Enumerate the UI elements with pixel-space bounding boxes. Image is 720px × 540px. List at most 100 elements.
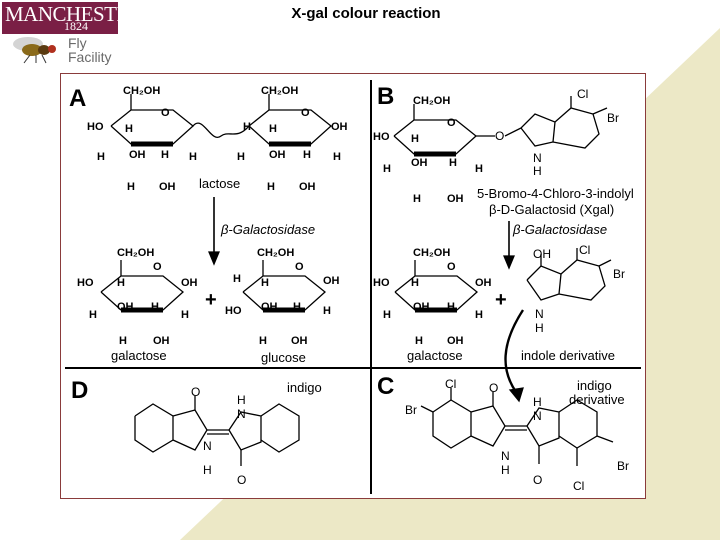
atom-h: H bbox=[303, 149, 311, 161]
reaction-figure: A B C D CH₂OH O HO H H OH H H H OH CH₂OH… bbox=[60, 73, 646, 499]
atom-h: H bbox=[447, 301, 455, 313]
atom-h: H bbox=[161, 149, 169, 161]
plus-sign-a: + bbox=[205, 289, 217, 311]
ring-indigo-benzene-left bbox=[134, 403, 174, 453]
atom-ch2oh: CH₂OH bbox=[123, 85, 160, 97]
atom-h: H bbox=[475, 163, 483, 175]
atom-h: H bbox=[233, 273, 241, 285]
panel-label-a: A bbox=[69, 85, 86, 112]
atom-o: O bbox=[237, 473, 246, 487]
ring-indigo-derivative-pyrrole-right bbox=[526, 407, 560, 447]
atom-ch2oh: CH₂OH bbox=[413, 95, 450, 107]
label-indigo-derivative-line1: indigo bbox=[577, 378, 612, 393]
atom-h: H bbox=[411, 277, 419, 289]
atom-ho: HO bbox=[77, 277, 94, 289]
atom-h: H bbox=[333, 151, 341, 163]
atom-n: N bbox=[501, 449, 510, 463]
atom-h: H bbox=[267, 181, 275, 193]
label-galactose-b: galactose bbox=[407, 348, 463, 363]
atom-ho: HO bbox=[373, 277, 390, 289]
ring-indigo-derivative-benzene-left bbox=[432, 399, 472, 449]
atom-h: H bbox=[237, 393, 246, 407]
ring-glucose bbox=[242, 275, 327, 311]
atom-cl: Cl bbox=[445, 377, 456, 391]
atom-h: H bbox=[501, 463, 510, 477]
atom-n: N bbox=[535, 307, 544, 321]
atom-br: Br bbox=[607, 111, 619, 125]
atom-oh: OH bbox=[291, 335, 308, 347]
atom-h: H bbox=[125, 123, 133, 135]
atom-o: O bbox=[161, 107, 170, 119]
atom-oh: OH bbox=[269, 149, 286, 161]
atom-oh: OH bbox=[153, 335, 170, 347]
atom-h: H bbox=[293, 301, 301, 313]
atom-h: H bbox=[117, 277, 125, 289]
atom-oh: OH bbox=[323, 275, 340, 287]
fly-icon bbox=[13, 37, 56, 64]
atom-h: H bbox=[259, 335, 267, 347]
atom-ho: HO bbox=[87, 121, 104, 133]
atom-h: H bbox=[383, 309, 391, 321]
atom-n: N bbox=[203, 439, 212, 453]
ring-indigo-pyrrole-left bbox=[172, 409, 208, 451]
atom-n: N bbox=[533, 409, 542, 423]
atom-h: H bbox=[237, 151, 245, 163]
ring-xgal-indole-benzene bbox=[552, 107, 600, 149]
label-galactose-a: galactose bbox=[111, 348, 167, 363]
atom-o: O bbox=[301, 107, 310, 119]
atom-h: H bbox=[269, 123, 277, 135]
atom-br: Br bbox=[613, 267, 625, 281]
atom-h: H bbox=[151, 301, 159, 313]
ring-galactose-a bbox=[100, 275, 185, 311]
label-glucose: glucose bbox=[261, 350, 306, 365]
logo-banner: MANCHESTER 1824 bbox=[2, 2, 143, 34]
atom-o: O bbox=[153, 261, 162, 273]
atom-h: H bbox=[181, 309, 189, 321]
atom-br: Br bbox=[617, 459, 629, 473]
atom-n: N bbox=[237, 407, 246, 421]
atom-h: H bbox=[261, 277, 269, 289]
atom-ch2oh: CH₂OH bbox=[117, 247, 154, 259]
logo-fly-text: Fly bbox=[68, 35, 87, 51]
ring-galactose-b bbox=[394, 275, 479, 311]
atom-oh: OH bbox=[413, 301, 430, 313]
atom-h: H bbox=[89, 309, 97, 321]
atom-br: Br bbox=[405, 403, 417, 417]
logo-wordmark: MANCHESTER bbox=[5, 2, 143, 26]
label-enzyme-b: β-Galactosidase bbox=[512, 222, 607, 237]
ring-indigo-derivative-pyrrole-left bbox=[470, 405, 506, 447]
ring-indigo-benzene-right bbox=[260, 403, 300, 453]
atom-oh: OH bbox=[261, 301, 278, 313]
manchester-fly-facility-logo: MANCHESTER 1824 Fly Facility bbox=[2, 2, 143, 68]
page-title: X-gal colour reaction bbox=[291, 5, 441, 22]
atom-h: H bbox=[475, 309, 483, 321]
atom-oh: OH bbox=[411, 157, 428, 169]
atom-cl: Cl bbox=[577, 87, 588, 101]
atom-h: H bbox=[535, 321, 544, 335]
reaction-diagram: A B C D CH₂OH O HO H H OH H H H OH CH₂OH… bbox=[65, 80, 641, 494]
atom-h: H bbox=[127, 181, 135, 193]
panel-label-c: C bbox=[377, 373, 394, 400]
atom-oh: OH bbox=[117, 301, 134, 313]
atom-oh: OH bbox=[475, 277, 492, 289]
atom-h: H bbox=[203, 463, 212, 477]
atom-oh: OH bbox=[447, 193, 464, 205]
atom-h: H bbox=[411, 133, 419, 145]
atom-h: H bbox=[449, 157, 457, 169]
atom-h: H bbox=[533, 164, 542, 178]
atom-ch2oh: CH₂OH bbox=[261, 85, 298, 97]
label-xgal-line2: β-D-Galactosid (Xgal) bbox=[489, 202, 614, 217]
atom-o: O bbox=[447, 261, 456, 273]
atom-h: H bbox=[383, 163, 391, 175]
panel-label-d: D bbox=[71, 377, 88, 404]
atom-h: H bbox=[413, 193, 421, 205]
curved-arrow-to-c bbox=[504, 309, 525, 393]
atom-o: O bbox=[295, 261, 304, 273]
atom-ho: HO bbox=[373, 131, 390, 143]
logo-year: 1824 bbox=[64, 19, 88, 33]
plus-sign-b: + bbox=[495, 289, 507, 311]
ring-xgal-indole-pyrrole bbox=[520, 113, 556, 147]
logo-facility-text: Facility bbox=[68, 49, 112, 65]
atom-cl: Cl bbox=[573, 479, 584, 493]
ring-indole-derivative-benzene bbox=[558, 259, 606, 301]
